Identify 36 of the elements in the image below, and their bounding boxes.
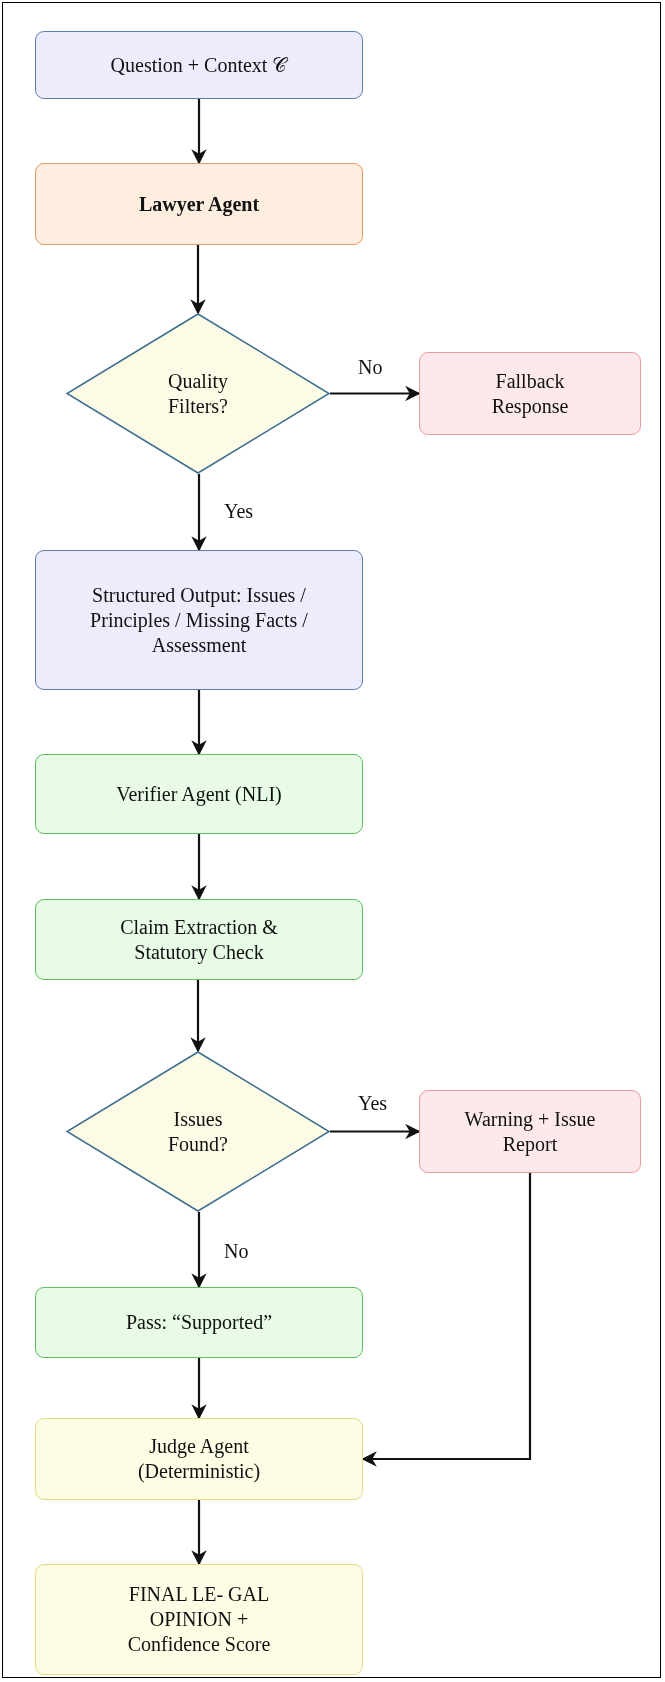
node-text: Issues Found? (167, 1106, 229, 1157)
node-text: Pass: “Supported” (124, 1310, 274, 1335)
alert-box (419, 352, 641, 435)
decision-diamond (66, 1051, 330, 1212)
process-box (35, 1287, 363, 1358)
node-text: Fallback Response (490, 368, 570, 419)
node-text: FINAL LE- GAL OPINION + Confidence Score (126, 1582, 272, 1657)
decision-diamond (66, 313, 330, 474)
node-text: Structured Output: Issues / Principles / Missing Facts / Assessment (89, 582, 309, 658)
node-text: Quality Filters? (167, 368, 229, 419)
node-text: Question + Context 𝒞 (109, 52, 289, 78)
arrow (191, 834, 207, 901)
arrow (191, 690, 207, 756)
input-box (35, 31, 363, 99)
arrow (191, 99, 207, 165)
arrow (191, 474, 207, 552)
arrow (191, 1358, 207, 1420)
process-box (35, 899, 363, 980)
arrow (330, 1123, 421, 1140)
input-box (35, 550, 363, 690)
node-text: Claim Extraction & Statutory Check (119, 914, 279, 965)
node-text: Verifier Agent (NLI) (115, 781, 283, 807)
node-text: Judge Agent (Deterministic) (136, 1434, 262, 1484)
arrow (191, 1212, 207, 1289)
alert-box (419, 1090, 641, 1173)
output-box (35, 1564, 363, 1675)
agent-box (35, 163, 363, 245)
output-box (35, 1418, 363, 1500)
arrow (361, 1173, 532, 1467)
process-box (35, 754, 363, 834)
arrow (330, 385, 421, 402)
arrow (190, 245, 206, 315)
arrow (190, 980, 206, 1053)
arrow (191, 1500, 207, 1566)
node-text: Warning + Issue Report (463, 1106, 597, 1157)
node-text: Lawyer Agent (137, 191, 261, 217)
